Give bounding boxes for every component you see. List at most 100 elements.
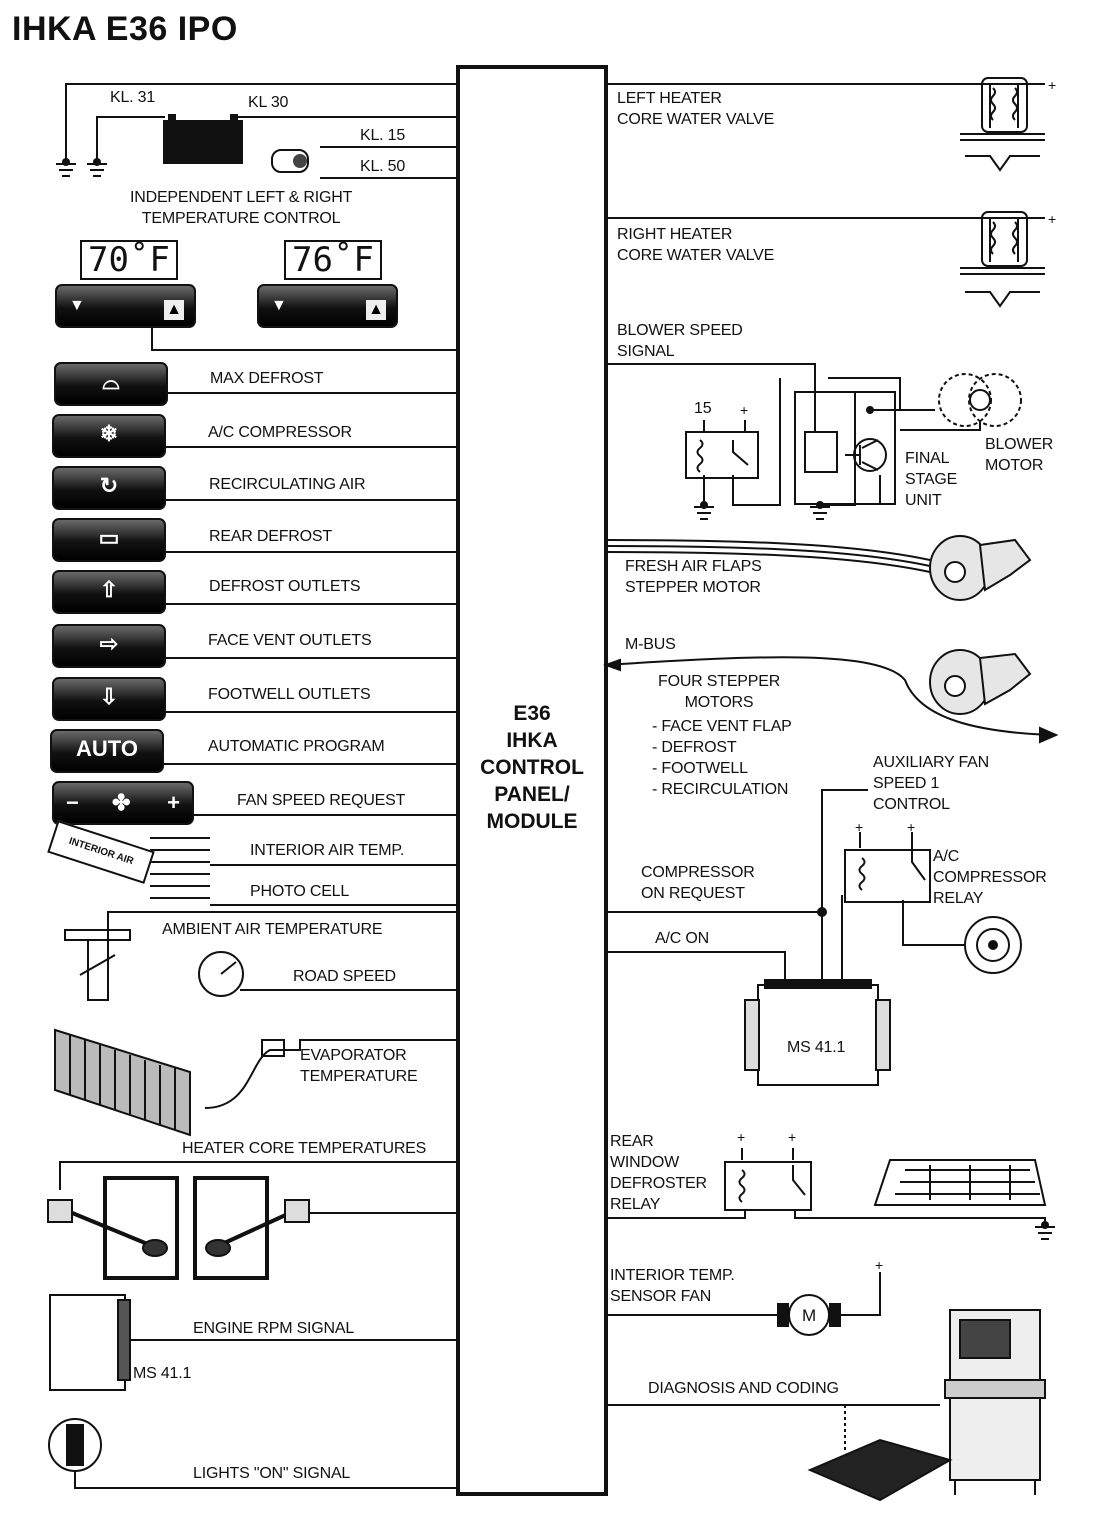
ac-compressor-relay-box — [844, 849, 931, 903]
motor-symbol-label: M — [802, 1306, 816, 1325]
max-defrost-button[interactable]: ⌓ — [54, 362, 168, 406]
recirculating-air-label: RECIRCULATING AIR — [209, 476, 366, 493]
auto-button[interactable]: AUTO — [50, 729, 164, 773]
m-bus-line — [605, 656, 1051, 736]
interior-temp-sensor-fan-label: INTERIOR TEMP. SENSOR FAN — [610, 1267, 735, 1305]
right-heater-valve-label: RIGHT HEATER CORE WATER VALVE — [617, 226, 775, 264]
right-temp-up-button[interactable]: ▲ — [366, 300, 386, 320]
m-bus-label: M-BUS — [625, 636, 676, 653]
kl30-wire-left — [96, 116, 165, 162]
right-heater-core — [193, 1176, 269, 1280]
face-vent-outlets-button[interactable]: ⇨ — [52, 624, 166, 668]
blower-relay-15-label: 15 — [694, 400, 712, 417]
right-temperature-rocker[interactable]: ▼ ▲ — [257, 284, 398, 328]
ignition-key — [271, 149, 309, 173]
face-vent-outlets-label: FACE VENT OUTLETS — [208, 632, 372, 649]
light-switch — [48, 1418, 102, 1472]
max-defrost-icon: ⌓ — [102, 369, 120, 394]
blower-motor-label: BLOWER MOTOR — [985, 436, 1054, 474]
auxiliary-fan-label: AUXILIARY FAN SPEED 1 CONTROL — [873, 754, 989, 813]
final-stage-unit-box — [794, 391, 896, 505]
compressor-clutch — [964, 916, 1022, 974]
face-vent-icon: ⇨ — [99, 631, 119, 656]
battery — [163, 120, 243, 164]
right-temperature-display: 76˚F — [284, 240, 382, 280]
right-temp-down-button[interactable]: ▼ — [271, 297, 287, 314]
final-stage-unit-label: FINAL STAGE UNIT — [905, 450, 958, 509]
footwell-outlets-label: FOOTWELL OUTLETS — [208, 686, 371, 703]
rear-window-glass — [873, 1159, 1047, 1206]
ac-on-label: A/C ON — [655, 930, 709, 947]
left-heater-valve-shape — [960, 77, 1045, 172]
evaporator-sensor — [261, 1039, 285, 1057]
rear-window-relay-box — [724, 1161, 812, 1211]
ac-compressor-label: A/C COMPRESSOR — [208, 424, 352, 441]
temp-control-wire — [151, 328, 458, 351]
fan-speed-rocker[interactable]: − ✤ + — [52, 781, 194, 825]
left-temperature-display: 70˚F — [80, 240, 178, 280]
right-valve-plus: + — [1048, 211, 1057, 227]
recirculating-air-button[interactable]: ↻ — [52, 466, 166, 510]
interior-air-sensor-grille — [150, 837, 210, 899]
sensor-fan-motor-shape — [777, 1294, 841, 1336]
fresh-air-flaps-label: FRESH AIR FLAPS STEPPER MOTOR — [625, 558, 762, 596]
blower-relay-plus: + — [740, 402, 749, 418]
auto-button-label: AUTO — [76, 736, 138, 761]
footwell-icon: ⇩ — [99, 684, 119, 709]
interior-air-temp-label: INTERIOR AIR TEMP. — [250, 842, 405, 859]
four-stepper-motors-label: FOUR STEPPER MOTORS — [658, 673, 781, 711]
fan-speed-plus-button[interactable]: + — [167, 790, 180, 815]
lights-on-signal-label: LIGHTS "ON" SIGNAL — [193, 1465, 351, 1482]
footwell-outlets-button[interactable]: ⇩ — [52, 677, 166, 721]
evaporator-core — [54, 1028, 191, 1137]
ms411-left-ecu — [49, 1294, 126, 1391]
left-heater-valve-label: LEFT HEATER CORE WATER VALVE — [617, 90, 775, 128]
fresh-air-stepper-motor-shape — [929, 535, 1032, 601]
blower-relay — [685, 431, 759, 479]
defrost-outlets-label: DEFROST OUTLETS — [209, 578, 361, 595]
kl30-label: KL 30 — [248, 94, 289, 111]
left-temp-down-button[interactable]: ▼ — [69, 297, 85, 314]
fan-speed-request-label: FAN SPEED REQUEST — [237, 792, 406, 809]
blower-motor-shape — [938, 373, 1022, 427]
snowflake-icon: ❄ — [99, 421, 119, 446]
ac-relay-plus-1: + — [855, 819, 864, 835]
defrost-outlets-icon: ⇧ — [99, 577, 119, 602]
engine-rpm-signal-label: ENGINE RPM SIGNAL — [193, 1320, 355, 1337]
rear-defrost-label: REAR DEFROST — [209, 528, 332, 545]
blower-speed-signal-label: BLOWER SPEED SIGNAL — [617, 322, 743, 360]
compressor-on-request-label: COMPRESSOR ON REQUEST — [641, 864, 755, 902]
ambient-sensor — [64, 929, 131, 941]
m-bus-stepper-motor-shape — [929, 649, 1032, 715]
ihka-control-module-box — [456, 65, 608, 1496]
right-heater-valve-shape — [960, 211, 1045, 308]
control-module-label: E36 IHKA CONTROL PANEL/ MODULE — [480, 702, 584, 833]
ac-relay-plus-2: + — [907, 819, 916, 835]
diagnosis-tester — [807, 1309, 1046, 1502]
kl31-label: KL. 31 — [110, 89, 156, 106]
left-temp-up-button[interactable]: ▲ — [164, 300, 184, 320]
speedometer-icon — [198, 951, 244, 997]
left-temperature-rocker[interactable]: ▼ ▲ — [55, 284, 196, 328]
ambient-air-temperature-label: AMBIENT AIR TEMPERATURE — [162, 921, 383, 938]
ms411-right-ecu — [744, 979, 891, 1086]
fan-icon: ✤ — [112, 790, 131, 815]
sensor-fan-plus: + — [875, 1257, 884, 1273]
automatic-program-label: AUTOMATIC PROGRAM — [208, 738, 385, 755]
left-valve-plus: + — [1048, 77, 1057, 93]
rear-relay-plus-2: + — [788, 1129, 797, 1145]
kl50-label: KL. 50 — [360, 158, 406, 175]
stepper-motor-list: - FACE VENT FLAP - DEFROST - FOOTWELL - … — [652, 718, 792, 798]
ms411-left-label: MS 41.1 — [133, 1365, 192, 1382]
ms411-right-label: MS 41.1 — [787, 1039, 846, 1056]
kl31-wire — [65, 83, 458, 162]
fan-speed-minus-button[interactable]: − — [66, 790, 79, 815]
max-defrost-label: MAX DEFROST — [210, 370, 324, 387]
ac-compressor-button[interactable]: ❄ — [52, 414, 166, 458]
lights-on-wire — [74, 1470, 458, 1489]
rear-defrost-button[interactable]: ▭ — [52, 518, 166, 562]
rear-defrost-icon: ▭ — [98, 525, 120, 550]
defrost-outlets-button[interactable]: ⇧ — [52, 570, 166, 614]
left-heater-core — [103, 1176, 179, 1280]
